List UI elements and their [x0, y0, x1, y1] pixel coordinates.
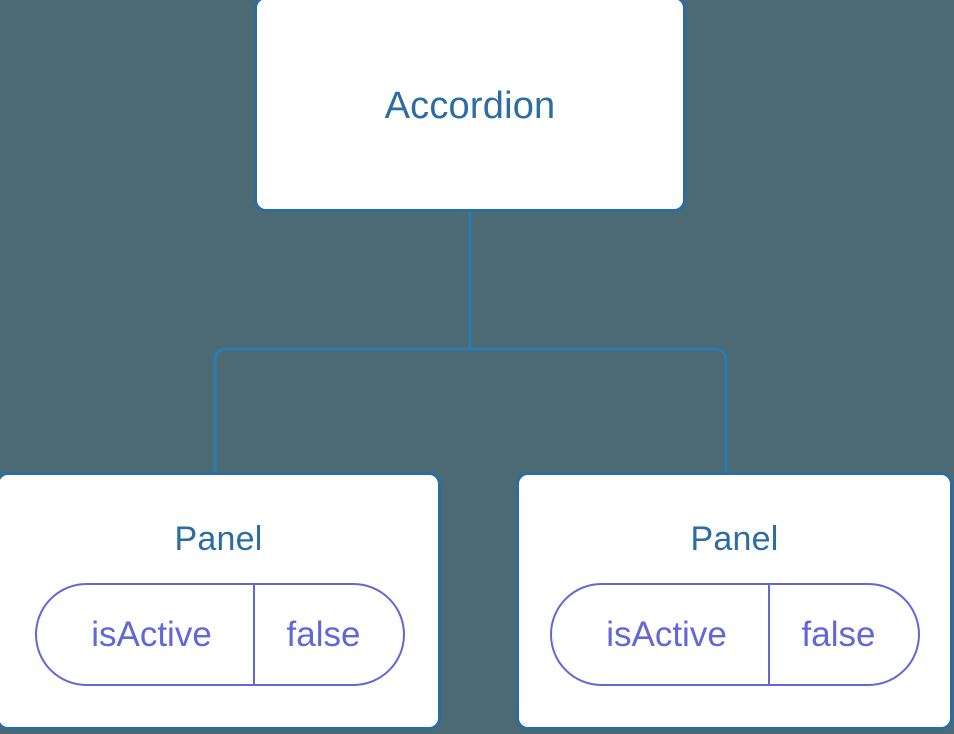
- prop-key-panel-2: isActive: [606, 615, 727, 654]
- prop-value-panel-1: false: [252, 585, 403, 684]
- connector-bus-left: [213, 347, 470, 476]
- node-panel-2-title: Panel: [690, 520, 779, 558]
- node-accordion[interactable]: Accordion: [254, 0, 686, 212]
- node-panel-1[interactable]: Panel isActive false: [0, 472, 441, 730]
- connector-bus-right: [470, 347, 728, 476]
- prop-value-panel-2: false: [767, 585, 918, 684]
- node-panel-1-title: Panel: [174, 520, 263, 558]
- node-accordion-title: Accordion: [384, 85, 556, 127]
- prop-key-panel-1: isActive: [91, 615, 212, 654]
- node-panel-2[interactable]: Panel isActive false: [516, 472, 953, 730]
- prop-pill-panel-1[interactable]: isActive false: [34, 583, 405, 686]
- prop-pill-panel-2[interactable]: isActive false: [549, 583, 920, 686]
